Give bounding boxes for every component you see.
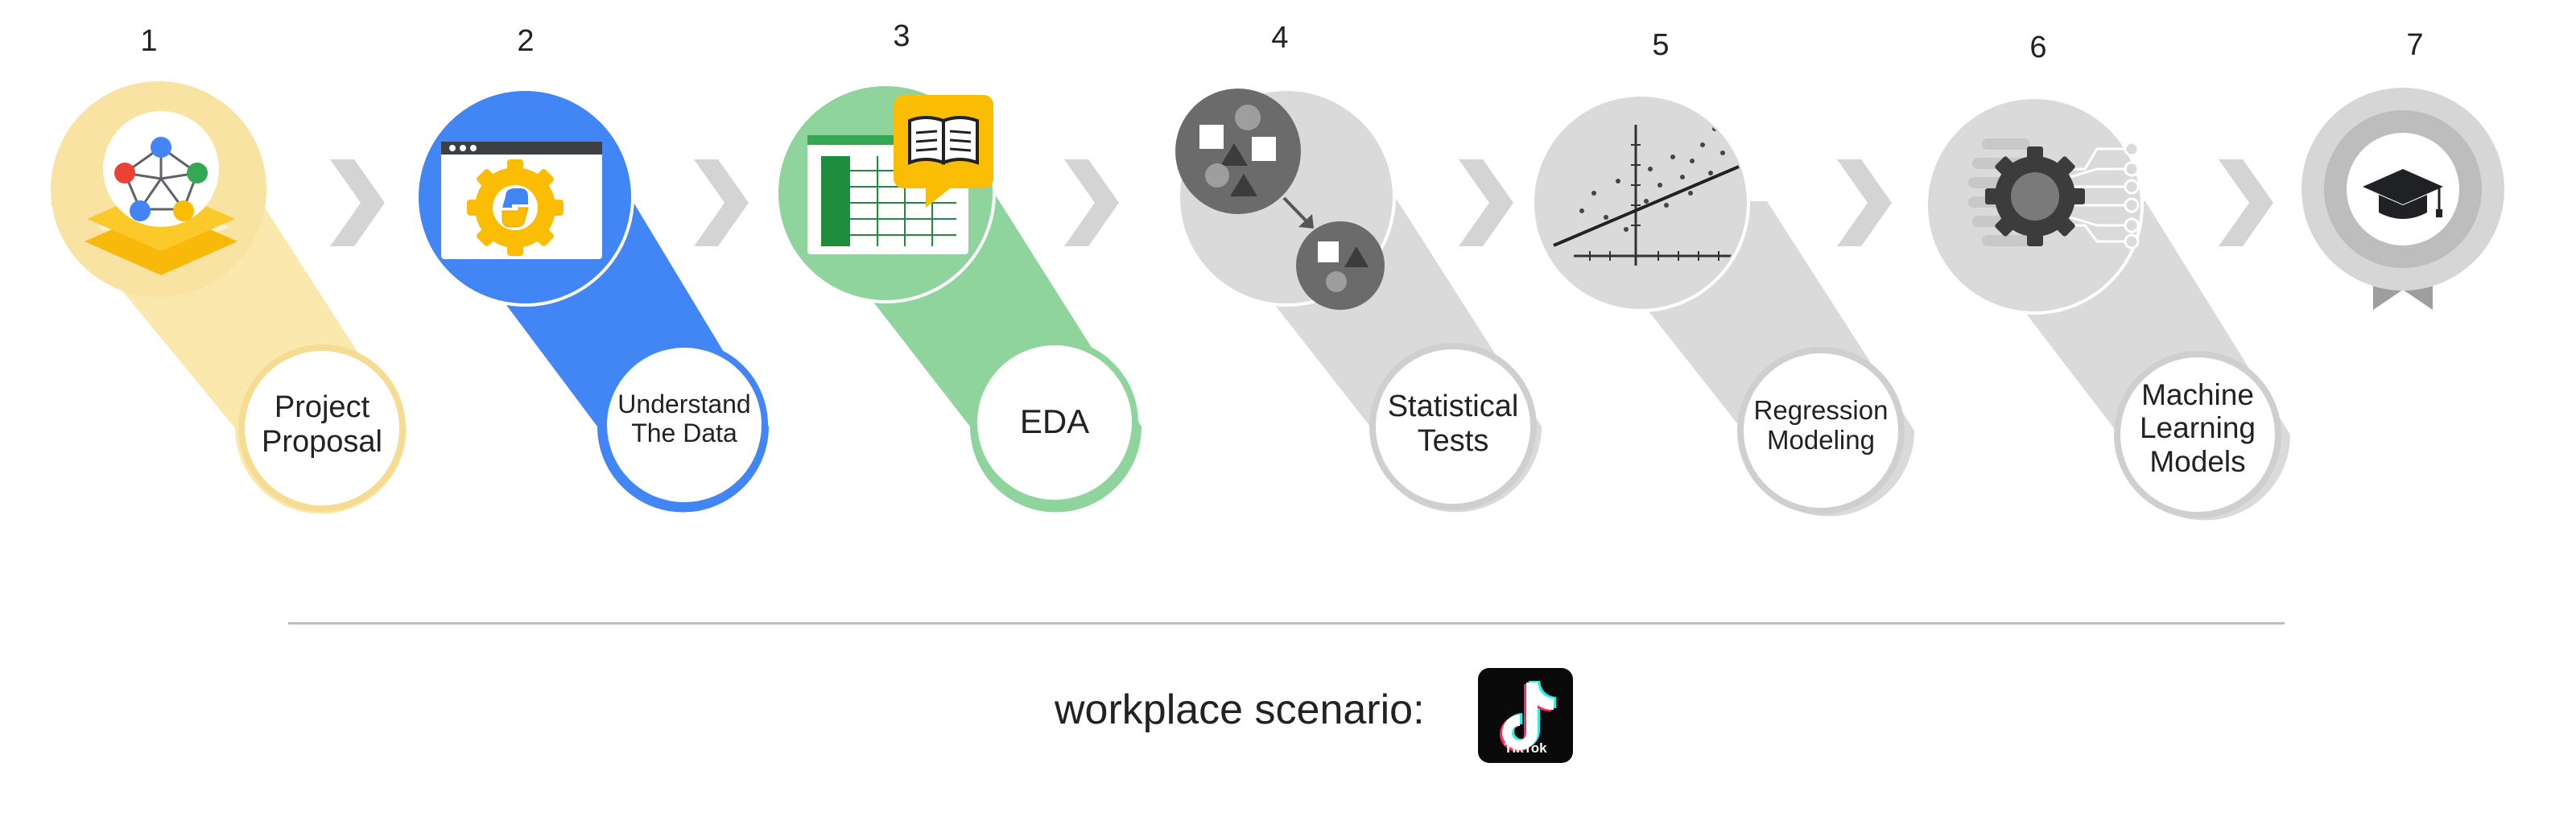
step-6-label: Machine Learning Models — [2139, 378, 2256, 478]
step-2-label: Understand The Data — [617, 390, 751, 447]
step-5-graphic — [1531, 93, 1914, 517]
step-3-number: 3 — [893, 19, 910, 53]
step-5-bottom-circle — [1737, 347, 1905, 514]
step-2-number: 2 — [517, 24, 535, 58]
step-6-graphic — [1925, 96, 2290, 521]
step-5-number: 5 — [1652, 28, 1670, 62]
step-3-label: EDA — [1019, 402, 1090, 440]
chevron-right-icon — [1459, 159, 1513, 246]
step-4-graphic — [1175, 88, 1542, 513]
step-6-bottom-circle — [2114, 351, 2281, 518]
step-5-top-circle — [1531, 93, 1750, 312]
chevron-right-icon — [694, 159, 749, 246]
spreadsheet-book-icon — [807, 95, 993, 254]
network-layers-icon — [85, 111, 237, 275]
step-6-number: 6 — [2029, 31, 2047, 64]
gear-circuit-icon — [1968, 138, 2140, 249]
step-7-number: 7 — [2406, 28, 2424, 62]
step-1-graphic — [50, 81, 407, 514]
chevron-right-icon — [2219, 159, 2273, 246]
step-5-label: Regression Modeling — [1753, 395, 1889, 455]
step-4-number: 4 — [1271, 21, 1289, 55]
step-3-bottom-circle — [971, 339, 1138, 506]
step-7-graphic — [2301, 88, 2504, 310]
chevron-right-icon — [1837, 159, 1892, 246]
shapes-transform-icon — [1175, 89, 1385, 310]
chevron-right-icon — [330, 159, 385, 246]
chevron-right-icon — [1064, 159, 1119, 246]
step-1-bottom-circle — [238, 344, 406, 512]
step-4-label: Statistical Tests — [1387, 390, 1519, 458]
tiktok-logo: TikTok — [1478, 668, 1573, 763]
step-2-bottom-circle — [601, 341, 768, 509]
workplace-scenario-label: workplace scenario: — [1055, 687, 1425, 733]
step-3-graphic — [775, 83, 1141, 513]
section-divider — [288, 622, 2285, 625]
tiktok-logo-icon — [1500, 681, 1556, 752]
step-1-number: 1 — [140, 24, 158, 58]
tiktok-logo-text: TikTok — [1504, 740, 1547, 756]
graduation-badge-icon — [2301, 88, 2504, 310]
step-2-graphic — [415, 88, 769, 513]
step-1-label: Project Proposal — [262, 390, 382, 459]
python-gear-window-icon — [441, 142, 602, 259]
step-4-bottom-circle — [1369, 343, 1537, 510]
